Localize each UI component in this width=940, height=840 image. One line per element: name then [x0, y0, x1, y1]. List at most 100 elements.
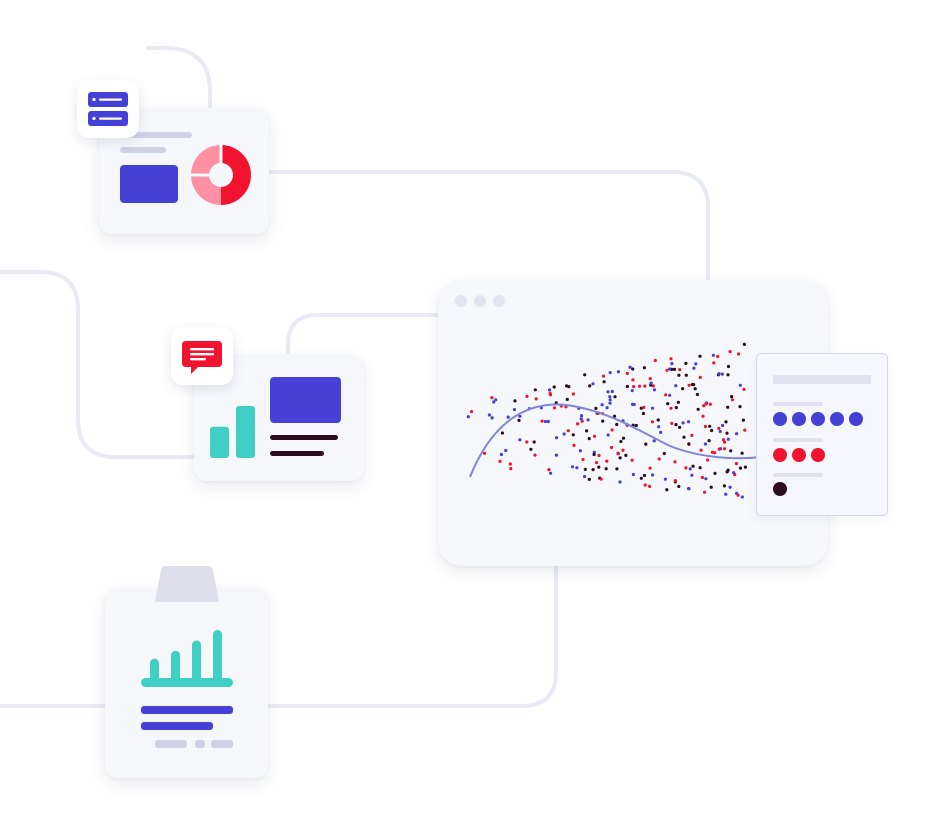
legend-heading-placeholder	[773, 375, 871, 384]
scatter-point	[571, 392, 575, 396]
scatter-point	[504, 448, 508, 453]
scatter-point	[533, 388, 537, 392]
scatter-point	[585, 429, 589, 433]
scatter-point	[609, 445, 614, 450]
scatter-point	[651, 406, 655, 410]
scatter-point	[610, 428, 614, 432]
legend-dot	[773, 448, 787, 462]
scatter-point	[651, 473, 655, 477]
scatter-point	[728, 485, 732, 489]
scatter-point	[695, 392, 699, 397]
scatter-point	[606, 390, 610, 394]
scatter-point	[724, 492, 728, 496]
text-line	[141, 706, 233, 714]
scatter-point	[599, 477, 603, 481]
scatter-point	[653, 358, 657, 363]
scatter-point	[631, 378, 635, 382]
scatter-point	[702, 404, 706, 408]
scatter-point	[711, 353, 715, 357]
scatter-point	[649, 381, 653, 385]
scatter-point	[703, 424, 707, 429]
scatter-point	[604, 467, 608, 471]
legend-label-placeholder	[773, 438, 823, 442]
scatter-point	[740, 495, 744, 499]
scatter-point	[716, 354, 720, 359]
scatter-point	[721, 423, 725, 428]
scatter-point	[704, 402, 708, 406]
scatter-point	[547, 468, 551, 472]
scatter-point	[579, 417, 583, 421]
scatter-point	[657, 457, 661, 461]
scatter-point	[616, 370, 621, 374]
legend-dot	[792, 448, 806, 462]
scatter-point	[662, 451, 666, 456]
scatter-point	[663, 477, 667, 481]
scatter-point	[628, 365, 632, 369]
scatter-point	[500, 431, 504, 435]
scatter-point	[552, 385, 556, 389]
scatter-point	[562, 432, 566, 436]
scatter-point	[525, 394, 529, 398]
scatter-point	[642, 366, 646, 370]
legend-dot	[830, 412, 844, 426]
scatter-point	[587, 437, 591, 441]
scatter-point	[565, 397, 569, 401]
scatter-point	[722, 484, 726, 488]
scatter-point	[639, 406, 643, 410]
window-control-dot	[493, 295, 505, 307]
scatter-point	[692, 366, 696, 370]
scatter-point	[708, 424, 712, 428]
scatter-point	[648, 466, 652, 470]
scatter-point	[518, 438, 522, 442]
scatter-point	[678, 425, 682, 429]
legend-dot	[811, 412, 825, 426]
scatter-point	[701, 414, 705, 418]
scatter-point	[578, 449, 582, 453]
scatter-point	[631, 402, 635, 406]
scatter-point	[490, 396, 494, 400]
scatter-point	[665, 488, 669, 492]
legend-dot	[773, 482, 787, 496]
scatter-point	[698, 354, 702, 358]
scatter-point	[700, 475, 704, 480]
scatter-point	[686, 420, 691, 424]
scatter-point	[741, 418, 745, 422]
scatter-point	[571, 433, 575, 437]
scatter-point	[634, 423, 638, 428]
image-placeholder	[120, 165, 178, 203]
scatter-point	[624, 453, 628, 457]
scatter-point	[726, 373, 730, 377]
scatter-point	[652, 439, 656, 443]
scatter-point	[587, 477, 591, 481]
scatter-point	[594, 406, 598, 410]
scatter-point	[548, 388, 552, 392]
scatter-point	[704, 477, 708, 481]
scatter-point	[723, 447, 727, 451]
scatter-plot	[466, 342, 761, 499]
legend-dot	[811, 448, 825, 462]
scatter-point	[735, 432, 739, 436]
text-line	[270, 435, 338, 440]
bar	[210, 426, 229, 458]
scatter-point	[740, 451, 744, 455]
legend-label-placeholder	[773, 402, 823, 406]
connector-top-arc	[146, 46, 212, 110]
scatter-point	[608, 371, 612, 375]
scatter-point	[677, 484, 681, 489]
scatter-point	[678, 368, 682, 372]
scatter-point	[668, 393, 672, 397]
scatter-point	[610, 389, 614, 394]
scatter-point	[720, 372, 724, 376]
scatter-point	[648, 484, 652, 488]
scatter-point	[729, 449, 733, 453]
scatter-point	[506, 415, 510, 419]
scatter-point	[581, 457, 585, 462]
scatter-point	[552, 406, 557, 410]
text-line	[270, 451, 324, 456]
scatter-point	[643, 384, 647, 388]
scatter-point	[687, 442, 691, 446]
scatter-point	[728, 350, 732, 354]
scatter-point	[512, 408, 517, 412]
scatter-point	[608, 395, 612, 399]
